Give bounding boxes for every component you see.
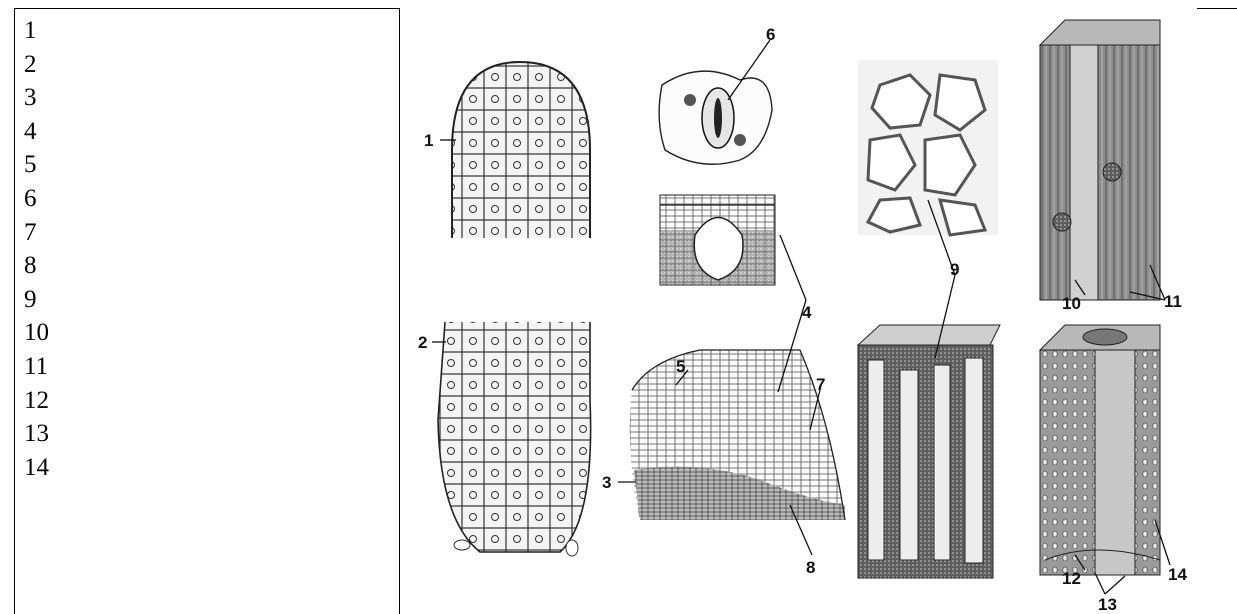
tracheid-drawing — [858, 325, 1000, 578]
plant-tissue-figure: 1 2 3 4 5 6 7 8 9 10 11 12 13 14 — [406, 0, 1237, 614]
cell-network-drawing — [858, 60, 998, 235]
answer-number: 7 — [24, 216, 49, 250]
stoma-section-drawing — [660, 195, 775, 285]
answer-number: 14 — [24, 451, 49, 485]
figure-label-11: 11 — [1164, 292, 1182, 311]
figure-label-13: 13 — [1098, 595, 1117, 614]
answer-number: 13 — [24, 417, 49, 451]
figure-label-10: 10 — [1062, 294, 1081, 313]
answer-number: 9 — [24, 283, 49, 317]
table-column-divider — [399, 8, 400, 614]
table-left-border — [14, 8, 15, 614]
figure-label-6: 6 — [766, 25, 775, 44]
answer-number-list: 1 2 3 4 5 6 7 8 9 10 11 12 13 14 — [24, 14, 49, 484]
pitted-vessel-drawing — [1040, 325, 1160, 575]
figure-label-14: 14 — [1168, 565, 1187, 584]
answer-number: 1 — [24, 14, 49, 48]
answer-number: 10 — [24, 316, 49, 350]
answer-number: 3 — [24, 81, 49, 115]
figure-label-12: 12 — [1062, 569, 1081, 588]
answer-number: 2 — [24, 48, 49, 82]
stoma-surface-drawing — [659, 71, 772, 164]
figure-label-8: 8 — [806, 558, 815, 577]
figure-label-9: 9 — [950, 260, 959, 279]
answer-number: 4 — [24, 115, 49, 149]
figure-label-7: 7 — [816, 375, 825, 394]
figure-label-3: 3 — [602, 473, 611, 492]
answer-number: 11 — [24, 350, 49, 384]
figure-label-5: 5 — [676, 357, 685, 376]
figure-label-1: 1 — [424, 131, 433, 150]
answer-number: 8 — [24, 249, 49, 283]
vessel-drawing — [1040, 20, 1160, 300]
figure-label-4: 4 — [802, 303, 812, 322]
apical-meristem-drawing — [452, 55, 592, 240]
answer-number: 5 — [24, 148, 49, 182]
answer-number: 6 — [24, 182, 49, 216]
table-top-border — [15, 8, 400, 9]
figure-label-2: 2 — [418, 333, 427, 352]
leaf-section-drawing — [625, 345, 850, 525]
plant-tissue-illustration: 1 2 3 4 5 6 7 8 9 10 11 12 13 14 — [406, 0, 1237, 614]
answer-number: 12 — [24, 384, 49, 418]
root-meristem-drawing — [436, 320, 596, 556]
